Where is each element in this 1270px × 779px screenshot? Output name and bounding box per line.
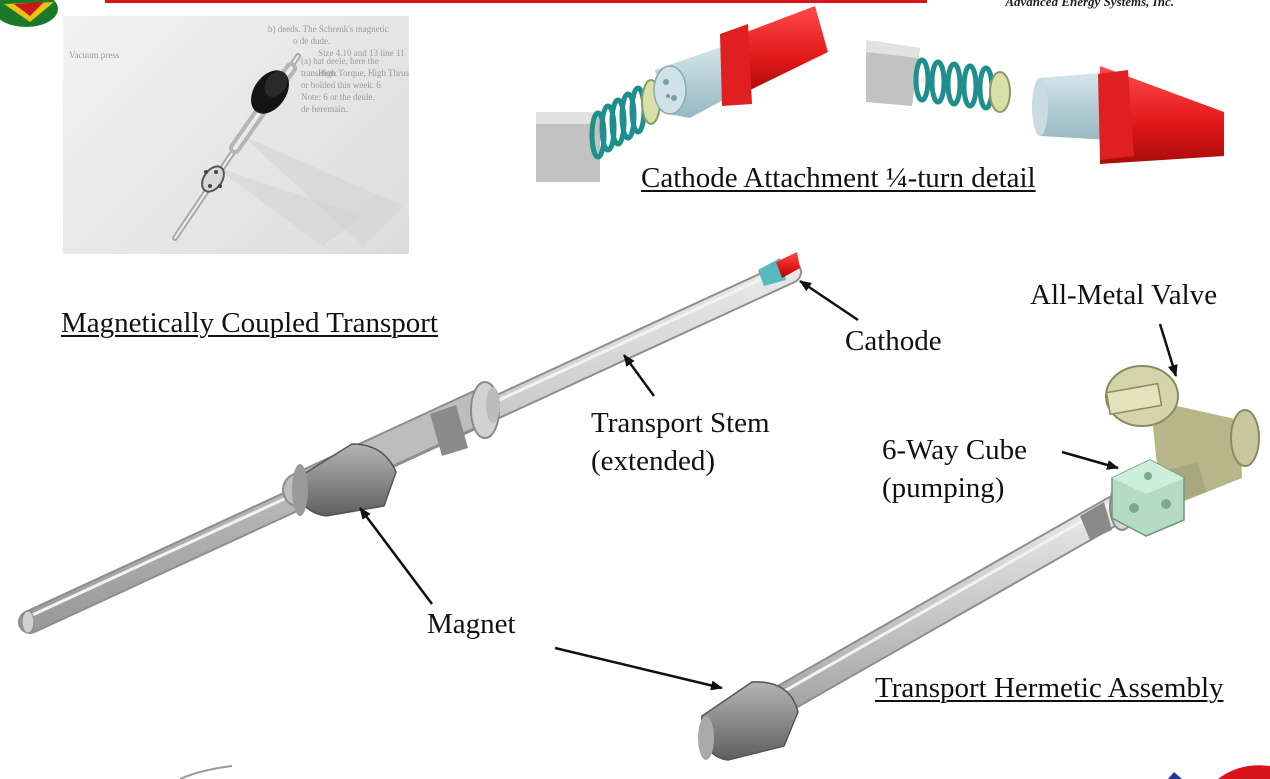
hermetic-assembly (698, 365, 1260, 761)
magnetic-transport-assembly (18, 252, 802, 634)
photo-text-line: Size 4.10 and 13 line 11 (318, 48, 405, 58)
cube-arrow (1061, 450, 1119, 470)
cathode-label: Cathode (845, 325, 942, 357)
six-way-cube-sublabel: (pumping) (882, 472, 1005, 504)
photo-text-line: transition. (301, 68, 338, 78)
stem-arrow (622, 354, 656, 397)
hermetic-assembly-caption: Transport Hermetic Assembly (875, 672, 1224, 704)
bottom-swoosh-icon (179, 765, 233, 779)
magnet-arrow-right (554, 646, 723, 691)
photo-text-line: b) deeds. The Schrenk's magnetic (268, 24, 389, 34)
transport-stem-sublabel: (extended) (591, 445, 715, 477)
magnetic-transport-caption: Magnetically Coupled Transport (61, 307, 438, 339)
photo-text-line: (a) bat deele, here the (301, 56, 379, 66)
company-name: Advanced Energy Systems, Inc. (1005, 0, 1174, 9)
photo-text-line: Vacuum press (69, 50, 120, 60)
logo-emblem-icon (0, 0, 58, 27)
cathode-detail-caption: Cathode Attachment ¼-turn detail (641, 162, 1036, 194)
valve-arrow (1158, 323, 1178, 377)
cathode-detail-left (536, 6, 828, 182)
magnet-arrow-left (359, 507, 433, 605)
bottom-logo-icon (1168, 765, 1270, 779)
header-rule (105, 0, 927, 3)
photo-text-line: o de dude. (293, 36, 331, 46)
transport-stem-label: Transport Stem (591, 407, 770, 439)
photo-text-line: High Torque, High Thrust (318, 68, 409, 78)
cathode-arrow (799, 279, 859, 322)
all-metal-valve-label: All-Metal Valve (1030, 279, 1218, 311)
magnet-label: Magnet (427, 608, 516, 640)
photo-text-line: or bolded this week. 6 (301, 80, 381, 90)
cathode-detail-right (866, 40, 1224, 164)
device-photo: b) deeds. The Schrenk's magnetic o de du… (63, 16, 409, 254)
six-way-cube-label: 6-Way Cube (882, 434, 1028, 466)
photo-text-line: Note: 6 or the deule. (301, 92, 375, 102)
photo-text-line: de heremain. (301, 104, 348, 114)
photo-device-drawing (172, 53, 403, 246)
